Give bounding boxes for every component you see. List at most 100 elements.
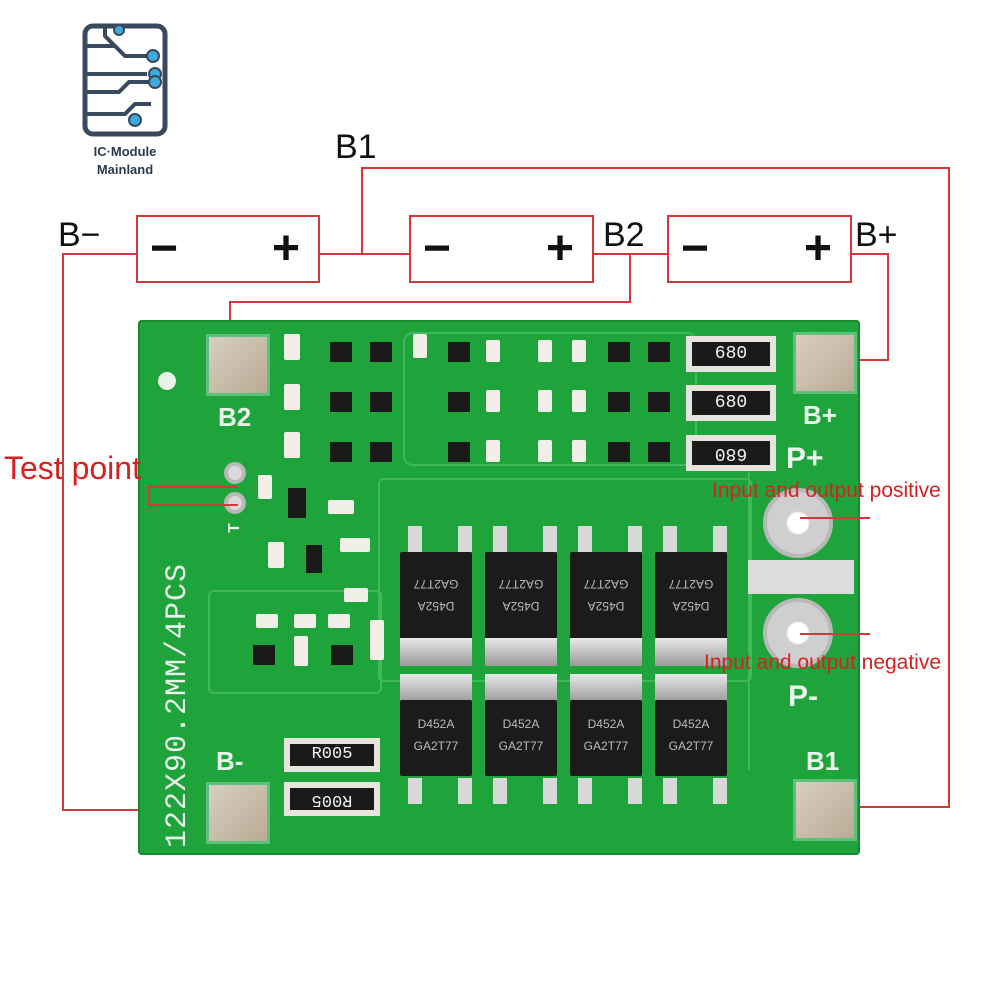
ic-chip [370, 392, 392, 412]
callout-test-point: Test point [4, 450, 141, 486]
smd-component [486, 440, 500, 462]
ic-chip [330, 342, 352, 362]
mosfet-tab [655, 638, 727, 666]
shunt-resistor-r005: R005 [284, 738, 380, 772]
ic-chip [608, 392, 630, 412]
ic-chip [448, 342, 470, 362]
smd-component [258, 475, 272, 499]
mosfet-lead [408, 526, 422, 552]
mosfet: GA2T77 D452A [655, 552, 727, 640]
smd-component [328, 614, 350, 628]
wire-b2-h [229, 301, 631, 303]
circuit-board-icon [82, 23, 168, 137]
pad-b-plus [793, 332, 857, 394]
callout-line-test-point [148, 504, 238, 506]
ic-chip [448, 442, 470, 462]
wire-b1-top [361, 167, 950, 169]
mosfet-tab [400, 638, 472, 666]
smd-component [538, 340, 552, 362]
mosfet-part: D452A [587, 599, 625, 613]
resistor-680: 680 [686, 435, 776, 471]
smd-component [328, 500, 354, 514]
pad-b-minus [206, 782, 270, 844]
wire-b2-v [629, 253, 631, 303]
mosfet-code: GA2T77 [413, 739, 459, 753]
bms-pcb: B2 B+ P+ P- B- B1 T 122X90.2MM/4PCS [138, 320, 860, 855]
silk-t: T [225, 523, 243, 533]
mosfet-lead [663, 526, 677, 552]
cell-positive-symbol: + [271, 222, 300, 275]
mosfet: GA2T77 D452A [400, 552, 472, 640]
callout-input-output-positive: Input and output positive [712, 479, 941, 502]
wire-bminus-v [62, 253, 64, 811]
wire-bplus-h [851, 253, 889, 255]
cell-positive-symbol: + [545, 222, 574, 275]
mosfet-tab [570, 638, 642, 666]
mosfet-lead [543, 778, 557, 804]
mosfet-tab [655, 674, 727, 702]
callout-input-output-negative: Input and output negative [704, 651, 942, 674]
mosfet-lead [713, 526, 727, 552]
ic-chip [648, 342, 670, 362]
ic-chip [648, 442, 670, 462]
ic-chip [288, 488, 306, 518]
smd-component [256, 614, 278, 628]
mosfet-code: GA2T77 [583, 577, 629, 591]
resistor-680: 680 [686, 336, 776, 372]
mosfet-lead [578, 778, 592, 804]
mosfet-lead [408, 778, 422, 804]
mosfet-part: D452A [417, 599, 455, 613]
ic-chip [330, 442, 352, 462]
battery-cell-3: − + [667, 215, 852, 283]
smd-component [344, 588, 368, 602]
smd-component [486, 390, 500, 412]
mosfet: D452A GA2T77 [485, 700, 557, 776]
callout-line-test-point [148, 486, 238, 488]
mosfet-tab [485, 674, 557, 702]
mosfet-code: GA2T77 [498, 577, 544, 591]
smd-component [294, 614, 316, 628]
solder-bridge-pads [748, 560, 854, 594]
test-point-pad [224, 492, 246, 514]
mosfet-part: D452A [587, 717, 625, 731]
pad-b2 [206, 334, 270, 396]
ic-chip [370, 342, 392, 362]
mosfet-tab [485, 638, 557, 666]
mosfet-lead [628, 526, 642, 552]
smd-component [486, 340, 500, 362]
mosfet-lead [493, 526, 507, 552]
mosfet-lead [663, 778, 677, 804]
smd-component [268, 542, 284, 568]
silk-b1: B1 [806, 746, 840, 776]
resistor-680: 680 [686, 385, 776, 421]
mosfet-code: GA2T77 [583, 739, 629, 753]
ic-chip [370, 442, 392, 462]
wire-b1-down [361, 167, 363, 255]
wire-cell1-cell2 [319, 253, 409, 255]
mosfet-lead [543, 526, 557, 552]
mosfet-tab [570, 674, 642, 702]
wire-b1-to-pad [855, 806, 950, 808]
mosfet-part: D452A [417, 717, 455, 731]
mosfet-part: D452A [672, 599, 710, 613]
cell-negative-symbol: − [423, 222, 452, 275]
smd-component [370, 620, 384, 660]
ic-chip [306, 545, 322, 573]
wire-bplus-pad [855, 359, 889, 361]
smd-component [572, 390, 586, 412]
test-point-pad [224, 462, 246, 484]
smd-component [413, 334, 427, 358]
output-positive-hole [763, 488, 833, 558]
mosfet: D452A GA2T77 [400, 700, 472, 776]
silk-board-size: 122X90.2MM/4PCS [161, 562, 195, 848]
mosfet: D452A GA2T77 [570, 700, 642, 776]
silk-b-minus: B- [216, 746, 244, 776]
mosfet-code: GA2T77 [668, 577, 714, 591]
mosfet-lead [628, 778, 642, 804]
smd-component [538, 390, 552, 412]
mosfet: D452A GA2T77 [655, 700, 727, 776]
mosfet-code: GA2T77 [498, 739, 544, 753]
pad-b1 [793, 779, 857, 841]
mosfet-part: D452A [502, 599, 540, 613]
mosfet: GA2T77 D452A [570, 552, 642, 640]
